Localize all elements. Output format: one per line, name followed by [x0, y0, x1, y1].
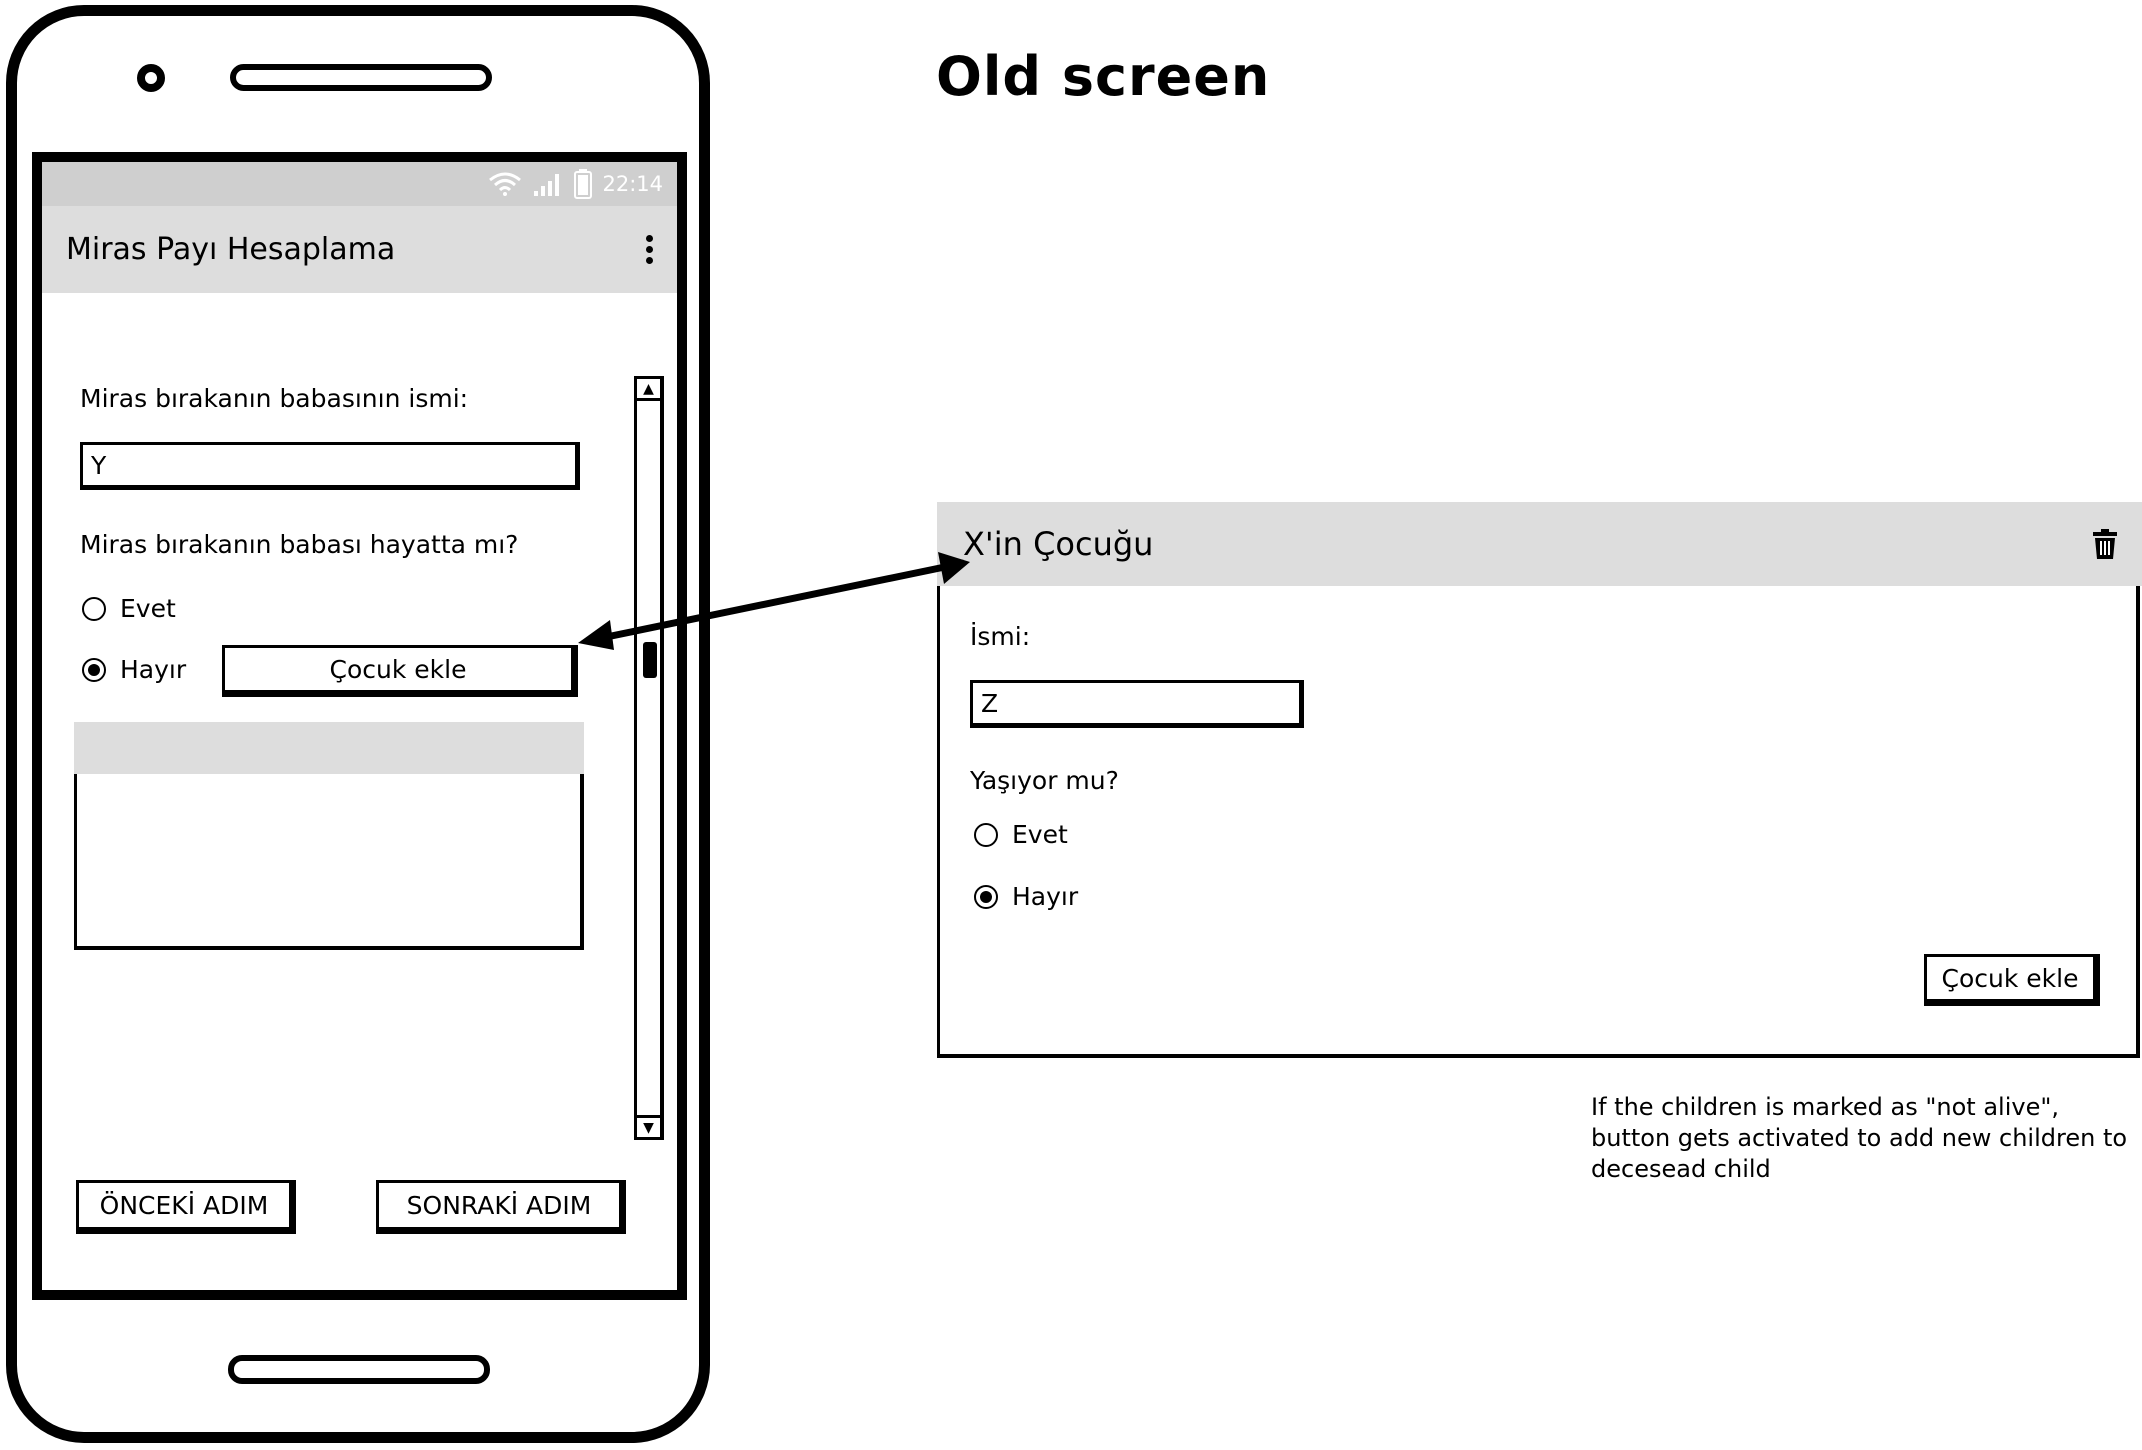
radio-hayir[interactable]: Hayır	[82, 655, 186, 684]
child-add-child-button[interactable]: Çocuk ekle	[1924, 954, 2100, 1006]
wifi-icon	[489, 172, 522, 196]
radio-hayir-label: Hayır	[120, 655, 187, 684]
trash-icon[interactable]	[2092, 529, 2118, 559]
scroll-up-icon[interactable]: ▲	[637, 379, 660, 401]
child-name-label: İsmi:	[970, 622, 1031, 651]
add-child-button[interactable]: Çocuk ekle	[222, 645, 578, 697]
child-panel: İsmi: Z Yaşıyor mu? Evet Hayır Çocuk ekl…	[937, 586, 2140, 1058]
child-panel-title: X'in Çocuğu	[963, 525, 1154, 563]
app-title: Miras Payı Hesaplama	[66, 232, 396, 267]
app-bar: Miras Payı Hesaplama	[42, 206, 677, 293]
children-list[interactable]	[74, 774, 584, 950]
scroll-down-icon[interactable]: ▼	[637, 1115, 660, 1137]
child-radio-evet-label: Evet	[1012, 820, 1068, 849]
child-alive-label: Yaşıyor mu?	[970, 766, 1119, 795]
radio-evet-label: Evet	[120, 594, 176, 623]
child-radio-hayir[interactable]: Hayır	[974, 882, 1078, 911]
child-radio-evet[interactable]: Evet	[974, 820, 1068, 849]
children-list-header	[74, 722, 584, 774]
camera-icon	[137, 64, 165, 92]
scrollbar[interactable]: ▲ ▼	[634, 376, 664, 1140]
signal-icon	[534, 174, 560, 196]
page-title: Old screen	[936, 45, 1271, 108]
father-alive-label: Miras bırakanın babası hayatta mı?	[80, 530, 519, 559]
previous-step-button[interactable]: ÖNCEKİ ADIM	[76, 1180, 296, 1234]
battery-icon	[574, 169, 593, 199]
more-vert-icon[interactable]	[646, 235, 653, 264]
father-name-input[interactable]: Y	[80, 442, 580, 490]
radio-evet[interactable]: Evet	[82, 594, 176, 623]
annotation-note: If the children is marked as "not alive"…	[1591, 1093, 2128, 1183]
speaker-top	[230, 64, 492, 91]
scrollbar-thumb[interactable]	[643, 642, 657, 678]
child-name-input[interactable]: Z	[970, 680, 1304, 728]
radio-hayir-circle[interactable]	[82, 657, 106, 682]
father-name-label: Miras bırakanın babasının ismi:	[80, 384, 469, 413]
home-speaker	[228, 1355, 490, 1384]
status-bar: 22:14	[42, 162, 677, 206]
child-radio-hayir-circle[interactable]	[974, 884, 998, 909]
next-step-button[interactable]: SONRAKİ ADIM	[376, 1180, 626, 1234]
child-panel-header: X'in Çocuğu	[937, 502, 2142, 586]
status-time: 22:14	[602, 172, 663, 196]
child-radio-evet-circle[interactable]	[974, 822, 998, 847]
child-radio-hayir-label: Hayır	[1012, 882, 1079, 911]
phone-screen: 22:14 Miras Payı Hesaplama Miras bırakan…	[32, 152, 687, 1300]
radio-evet-circle[interactable]	[82, 596, 106, 621]
